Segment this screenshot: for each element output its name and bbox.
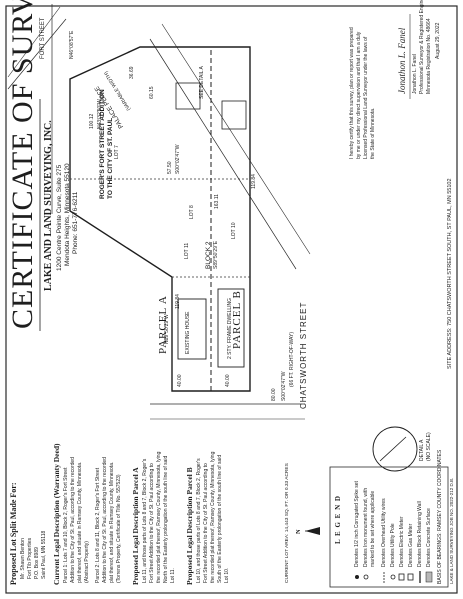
- bearing-corner: N46°08'57"E: [69, 30, 75, 59]
- proposed-for-line: Saint Paul, MN 55118: [41, 530, 47, 579]
- legend-item: Denotes Block Retaining Wall: [417, 501, 423, 567]
- dim-front-b: 40.00: [225, 374, 231, 387]
- parcel-b-label: PARCEL B: [231, 290, 243, 349]
- parcel-b-legal-heading: Proposed Legal Description Parcel B: [185, 467, 194, 585]
- parcel-b-legal-line: Lot 10, and those parts of Lots 8 and 7,…: [196, 458, 202, 583]
- legend-item: marked to be set where applicable: [370, 490, 376, 567]
- lot-area: CURRENT LOT AREA: 14,443 SQ. FT. OR 0.33…: [285, 463, 290, 583]
- parcel-a-legal-line: Lot 11.: [170, 568, 176, 583]
- certification-line: I hereby certify that this survey, plan …: [349, 27, 355, 159]
- current-legal-line: Addition to the City of St. Paul, accord…: [102, 457, 108, 583]
- lot-11-label: LOT 11: [184, 242, 190, 259]
- firm-address-1: 1200 Centre Pointe Curve, Suite 275: [56, 164, 63, 271]
- street-chatsworth-row: (66 FT. RIGHT-OF-WAY): [289, 332, 295, 387]
- parcel-a-legal-line: the recorded plat thereof, Ramsey County…: [156, 451, 162, 583]
- dim-depth-a: 119.84: [175, 294, 181, 309]
- surveyor-signature: Jonathon L. Fanel: [397, 27, 407, 94]
- parcel-a-legal-line: Lot 11, and those parts of Lots 8 and 7,…: [142, 458, 148, 583]
- see-detail-note: SEE DETAIL A: [199, 66, 205, 99]
- firm-name: LAKE AND LAND SURVEYING, INC.: [43, 120, 54, 291]
- lot-10-label: LOT 10: [231, 222, 237, 239]
- dim-depth-mid: 163.11: [214, 194, 220, 209]
- lot-8-label: LOT 8: [189, 205, 195, 219]
- job-number: LAKE & LAND SURVEYING JOB NO. 2022-212 D…: [449, 477, 454, 584]
- proposed-for-line: Fort Tib Properties: [27, 537, 33, 579]
- proposed-for-line: Mr. Shawn Benton: [20, 538, 26, 579]
- current-legal-line: (Torrens Property, Certificate of Title …: [116, 474, 122, 583]
- dim-rear-a: 57.50: [167, 161, 173, 174]
- current-legal-line: plat thereof, and situate in Ramsey Coun…: [77, 461, 83, 583]
- proposed-for-heading: Proposed Lot Split Made For:: [9, 482, 18, 585]
- dim-front-total: 80.00: [271, 388, 277, 401]
- surveyor-registration: Minnesota Registration No. 48664: [426, 18, 432, 94]
- current-legal-line: Addition to the City of St. Paul, accord…: [70, 457, 76, 583]
- legend-item: Denotes Utility Pole: [390, 523, 396, 567]
- certification-line: the State of Minnesota.: [370, 107, 376, 159]
- surveyor-name: Jonathon L. Fanel: [412, 53, 418, 94]
- street-chatsworth: CHATSWORTH STREET: [299, 301, 308, 409]
- parcel-a-legal-heading: Proposed Legal Description Parcel A: [131, 467, 140, 585]
- street-fort: FORT STREET: [40, 17, 46, 59]
- legend-item: Denotes Concrete Surface: [426, 508, 432, 567]
- bearing-mid-b: S89°50'29"E: [213, 240, 219, 269]
- legend-item: Denotes Iron monument found, with: [363, 487, 369, 567]
- existing-house-a: EXISTING HOUSE: [185, 311, 191, 354]
- bearing-diag: N43°32'50"W: [97, 99, 103, 129]
- firm-phone: Phone: 651-776-6211: [72, 191, 79, 254]
- current-legal-line: (Abstract Property): [84, 541, 90, 583]
- dwelling-b: 2 STY. FRAME DWELLING: [227, 297, 233, 359]
- current-legal-line: plat thereof, and situate in Ramsey Coun…: [109, 461, 115, 583]
- certification-date: August 29, 2022: [435, 22, 441, 59]
- certification-line: Licensed Professional Land Surveyor unde…: [363, 36, 369, 159]
- dim-depth-b: 119.84: [251, 174, 257, 189]
- detail-scale: (NO SCALE): [426, 432, 432, 461]
- block-label: BLOCK 2: [205, 241, 212, 269]
- dim-palace-2: 36.69: [129, 66, 135, 79]
- parcel-b-legal-line: Lot 10.: [224, 567, 230, 583]
- legend-heading: L E G E N D: [334, 495, 342, 544]
- current-legal-line: Parcel 1: Lots 7 and 10, Block 2, Roger'…: [63, 467, 69, 583]
- bearing-rear: S00°02'47"W: [175, 144, 181, 174]
- dim-palace-1: 60.15: [149, 86, 155, 99]
- north-label: N: [295, 529, 302, 534]
- parcel-b-legal-line: the recorded plat thereof, Ramsey County…: [210, 451, 216, 583]
- bearing-front: S00°02'47"W: [281, 371, 287, 401]
- legend-item: Denotes Electric Meter: [399, 516, 405, 567]
- survey-title: CERTIFICATE OF SURVEY: [6, 0, 39, 329]
- dim-front-a: 40.00: [177, 374, 183, 387]
- certification-line: by me or under my direct supervision and…: [356, 31, 362, 159]
- basis-of-bearings: BASIS OF BEARINGS: RAMSEY COUNTY COORDIN…: [437, 449, 443, 584]
- parcel-a-legal-line: North of the Easterly prolongation of th…: [163, 455, 169, 583]
- parcel-a-legal-line: Fort Street Addition to the City of St. …: [149, 463, 155, 583]
- firm-address-2: Mendota Heights, Minnesota 55120: [64, 163, 71, 266]
- legend-item: Denotes 1/2 inch Corrugated Spike set: [354, 481, 360, 567]
- parcel-b-legal-line: Fort Street Addition to the City of St. …: [203, 463, 209, 583]
- current-legal-heading: Current Legal Description (Warranty Deed…: [52, 443, 61, 585]
- surveyor-role: Professional Surveyor & Registered Engin…: [419, 0, 425, 94]
- bearing-mid-a: N89°50'29"W: [164, 314, 170, 344]
- proposed-for-line: P.O. Box 8989: [34, 547, 40, 579]
- current-legal-line: Parcel 2: Lots 8 and 11, Block 2, Roger'…: [95, 467, 101, 583]
- site-address: SITE ADDRESS: 750 CHATSWORTH STREET SOUT…: [447, 178, 453, 369]
- legend-item: Denotes Overhead Utility wires: [381, 498, 387, 567]
- legend-item: Denotes Gas Meter: [408, 523, 414, 567]
- dim-diag: 100.12: [89, 113, 95, 129]
- detail-label: DETAIL A: [419, 439, 425, 461]
- lot-7-label: LOT 7: [114, 145, 120, 159]
- parcel-b-legal-line: South of the Easterly prolongation of th…: [217, 454, 223, 583]
